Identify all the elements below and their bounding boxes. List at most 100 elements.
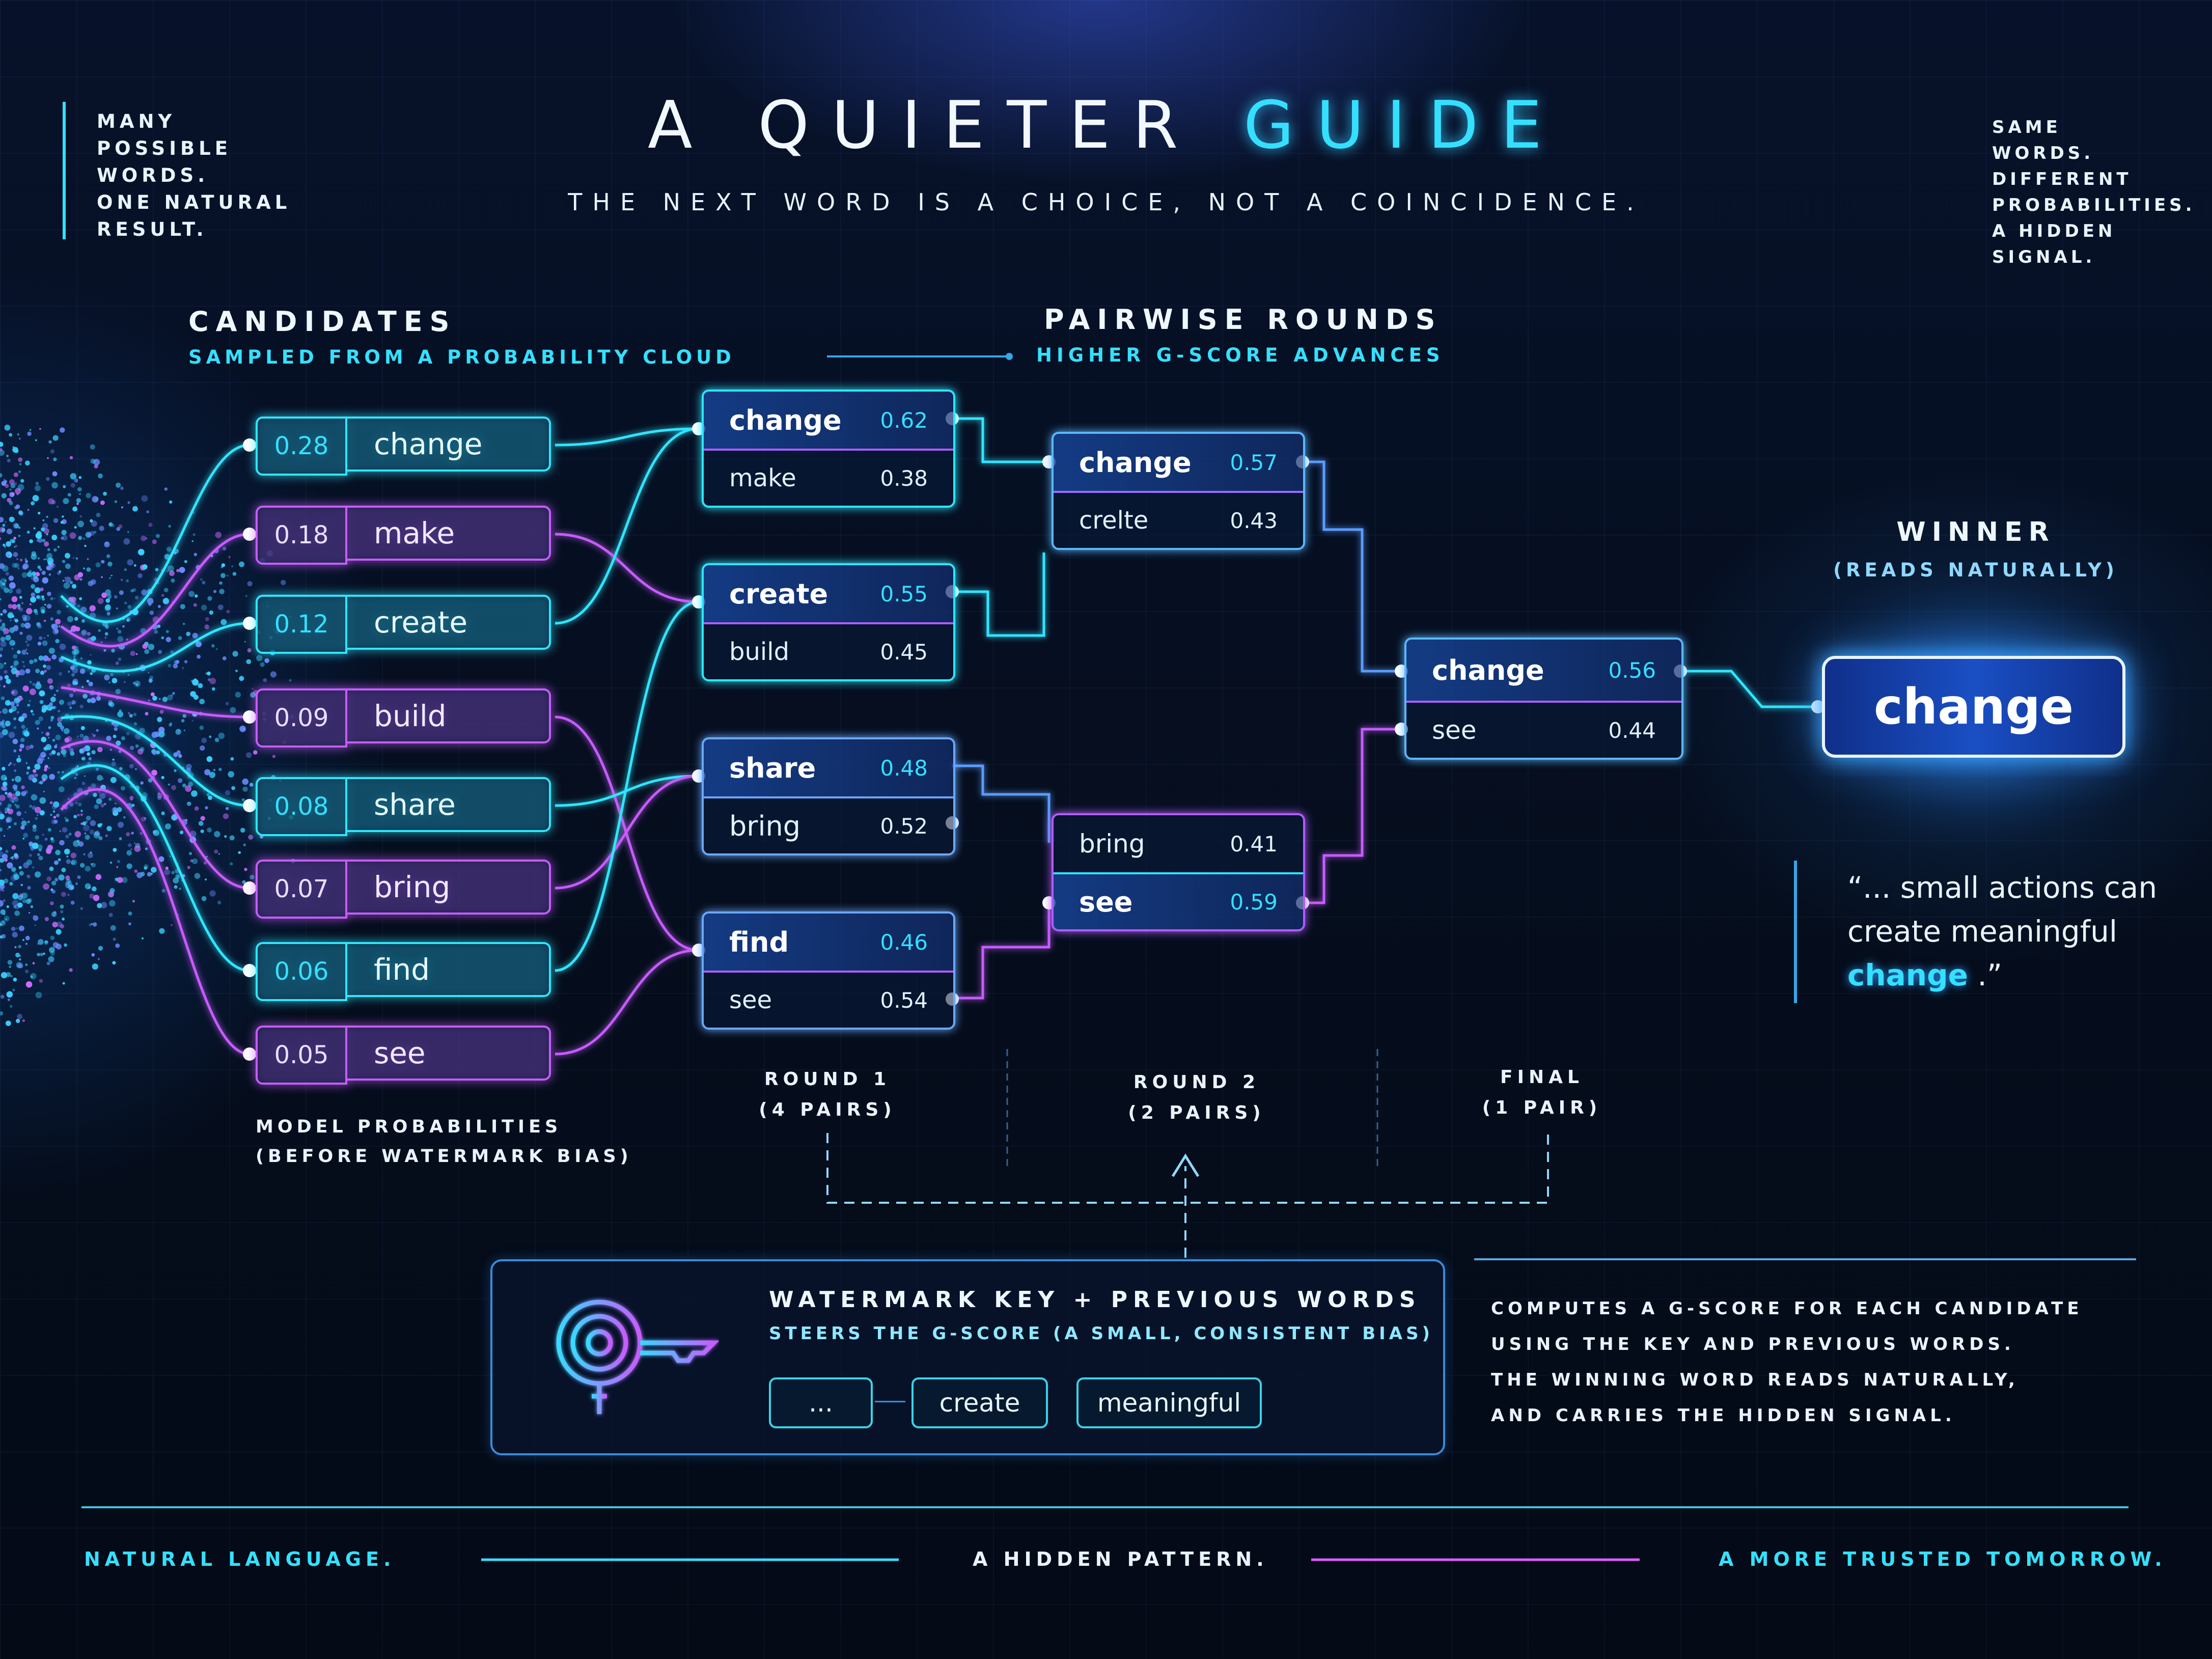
candidate-probability: 0.12 (256, 595, 347, 654)
pair-word: find (729, 926, 789, 958)
caption-line: (BEFORE WATERMARK BIAS) (256, 1146, 632, 1167)
tag-connector (875, 1401, 905, 1402)
left-note-line: RESULT. (97, 218, 208, 240)
round1-pair: share 0.48 bring 0.52 (702, 737, 955, 855)
pair-score: 0.62 (880, 407, 928, 433)
pair-word: crelte (1079, 506, 1149, 535)
pair-score: 0.38 (880, 465, 928, 491)
pair-row[interactable]: share 0.48 (704, 739, 953, 796)
pair-score: 0.54 (880, 987, 928, 1013)
candidate-probability: 0.06 (256, 942, 347, 1001)
candidate-to-round1-wire (555, 949, 699, 1056)
candidate-item[interactable]: 0.06 find (256, 942, 551, 1001)
round-label-line: ROUND 2 (1133, 1072, 1260, 1093)
candidates-caption: MODEL PROBABILITIES (BEFORE WATERMARK BI… (256, 1112, 632, 1171)
candidate-to-round1-wire (555, 427, 699, 625)
cloud-to-candidate-wire (61, 686, 250, 718)
context-tag[interactable]: create (911, 1377, 1048, 1428)
quote-accent: change (1847, 958, 1968, 992)
candidate-word: make (347, 506, 551, 561)
candidate-to-round1-wire (555, 775, 699, 890)
cloud-to-candidate-wire (60, 740, 250, 890)
pair-word: bring (729, 810, 800, 842)
left-note-line: WORDS. (97, 164, 209, 186)
cloud-to-candidate-wire (60, 533, 250, 648)
pair-score: 0.52 (880, 813, 928, 839)
pair-score: 0.48 (880, 755, 928, 781)
pair-word: change (1432, 654, 1544, 686)
candidate-probability: 0.05 (256, 1026, 347, 1085)
connector-node (243, 528, 256, 541)
explanation-line: THE WINNING WORD READS NATURALLY, (1491, 1370, 2019, 1390)
quote-line: create meaningful (1847, 914, 2118, 949)
cloud-to-candidate-wire (61, 715, 250, 807)
pair-word: see (1079, 886, 1133, 918)
pair-score: 0.46 (880, 929, 928, 955)
right-note-line: DIFFERENT (1992, 169, 2132, 189)
pair-score: 0.43 (1230, 508, 1278, 533)
candidate-probability: 0.09 (256, 688, 347, 748)
round-label-line: (2 PAIRS) (1128, 1102, 1265, 1123)
explanation-line: USING THE KEY AND PREVIOUS WORDS. (1491, 1334, 2015, 1354)
pair-row-winner[interactable]: see 0.54 (704, 971, 953, 1028)
pair-score: 0.44 (1608, 717, 1656, 743)
page-title: A QUIETER GUIDE (509, 88, 1703, 163)
round-label-line: FINAL (1500, 1067, 1584, 1088)
pair-row[interactable]: find 0.46 (704, 914, 953, 971)
pair-row[interactable]: see 0.44 (1406, 701, 1681, 758)
page-subtitle: THE NEXT WORD IS A CHOICE, NOT A COINCID… (568, 188, 1644, 216)
pair-word: see (729, 986, 772, 1014)
cloud-to-candidate-wire (60, 788, 250, 1056)
candidate-item[interactable]: 0.18 make (256, 506, 551, 565)
context-tag[interactable]: meaningful (1076, 1377, 1262, 1428)
pair-score: 0.59 (1230, 889, 1278, 915)
left-note-line: ONE NATURAL (97, 191, 291, 213)
pair-row[interactable]: crelte 0.43 (1054, 491, 1303, 548)
watermark-title: WATERMARK KEY + PREVIOUS WORDS (769, 1287, 1421, 1313)
candidate-item[interactable]: 0.07 bring (256, 860, 551, 919)
connector-node (243, 881, 256, 895)
candidate-item[interactable]: 0.28 change (256, 417, 551, 476)
context-tag[interactable]: ... (769, 1377, 873, 1428)
winner-box[interactable]: change (1822, 656, 2125, 758)
pair-row-winner[interactable]: bring 0.52 (704, 796, 953, 853)
cloud-to-candidate-wire (60, 764, 250, 972)
right-note-line: SAME (1992, 117, 2061, 137)
pairwise-subtitle: HIGHER G-SCORE ADVANCES (1036, 344, 1445, 366)
title-accent: GUIDE (1243, 88, 1565, 163)
candidate-probability: 0.08 (256, 777, 347, 836)
quote: “... small actions can create meaningful… (1847, 866, 2157, 997)
candidate-item[interactable]: 0.12 create (256, 595, 551, 654)
explanation-line: COMPUTES A G-SCORE FOR EACH CANDIDATE (1491, 1298, 2083, 1319)
pair-word: share (729, 752, 816, 784)
candidate-item[interactable]: 0.08 share (256, 777, 551, 836)
pair-word: change (1079, 446, 1192, 479)
right-side-note: SAME WORDS. DIFFERENT PROBABILITIES. A H… (1992, 115, 2196, 270)
candidate-to-round1-wire (555, 600, 699, 972)
candidate-item[interactable]: 0.05 see (256, 1026, 551, 1085)
winner-title: WINNER (1896, 517, 2055, 547)
candidates-title: CANDIDATES (188, 306, 457, 338)
arrow-up-icon (1171, 1153, 1200, 1177)
pairwise-title: PAIRWISE ROUNDS (1044, 303, 1443, 336)
round-label: ROUND 1(4 PAIRS) (733, 1064, 922, 1125)
left-note-line: POSSIBLE (97, 137, 232, 159)
key-icon (556, 1299, 719, 1414)
pair-score: 0.45 (880, 639, 928, 665)
candidate-word: change (347, 417, 551, 472)
pair-word: see (1432, 715, 1477, 745)
pair-row-winner[interactable]: see 0.59 (1054, 872, 1303, 929)
watermark-subtitle: STEERS THE G-SCORE (A SMALL, CONSISTENT … (769, 1323, 1434, 1344)
candidate-item[interactable]: 0.09 build (256, 688, 551, 748)
